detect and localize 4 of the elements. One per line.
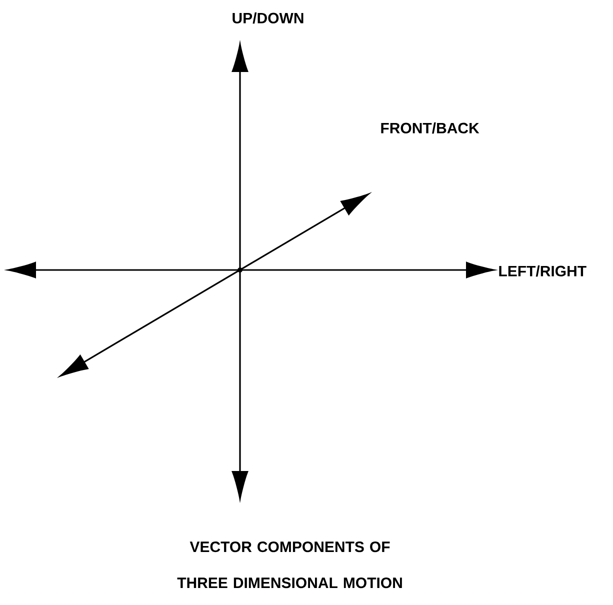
axis-label: FRONT/BACK [381, 122, 480, 134]
caption: VECTOR COMPONENTS OF THREE DIMENSIONAL MOTION [177, 542, 402, 588]
axis-label: LEFT/RIGHT [499, 265, 586, 277]
axis-label: UP/DOWN [232, 12, 304, 24]
